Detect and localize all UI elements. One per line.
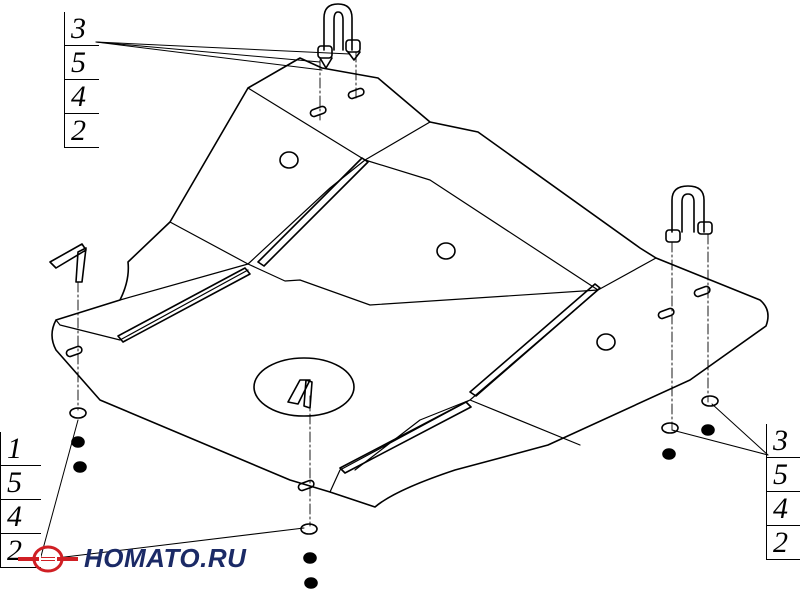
mounting-slots [65, 87, 711, 492]
u-bolt-right [665, 185, 713, 243]
plate-outline [51, 57, 769, 508]
side-bracket [49, 243, 87, 283]
callout-label: 4 [767, 492, 800, 526]
callout-top-left: 3 5 4 2 [64, 12, 99, 148]
callout-label: 1 [1, 432, 41, 466]
rib-top [257, 157, 369, 267]
callout-label: 5 [767, 458, 800, 492]
callout-label: 5 [65, 46, 99, 80]
logo-text: HOMATO.RU [84, 543, 247, 573]
callout-bottom-right: 3 5 4 2 [766, 424, 800, 560]
hole [596, 333, 616, 351]
hole [279, 151, 299, 169]
access-hatch [253, 357, 355, 417]
hatch-bracket [287, 379, 313, 409]
fold-lines [55, 87, 657, 493]
callout-label: 3 [65, 12, 99, 46]
axis-lines [77, 51, 709, 527]
callout-label: 2 [65, 114, 99, 148]
callout-label: 5 [1, 466, 41, 500]
fasteners [69, 395, 719, 589]
callout-label: 2 [767, 526, 800, 560]
callout-label: 4 [1, 500, 41, 534]
u-bolt-top [317, 3, 361, 69]
site-logo[interactable]: HOMATO.RU [18, 543, 246, 574]
rib-right [469, 283, 601, 397]
rib-bottom [339, 401, 472, 474]
callout-label: 3 [767, 424, 800, 458]
hole [436, 242, 456, 260]
logo-emblem-icon [18, 545, 78, 572]
callout-label: 4 [65, 80, 99, 114]
leader-lines [39, 41, 769, 561]
rib-left [117, 267, 251, 343]
